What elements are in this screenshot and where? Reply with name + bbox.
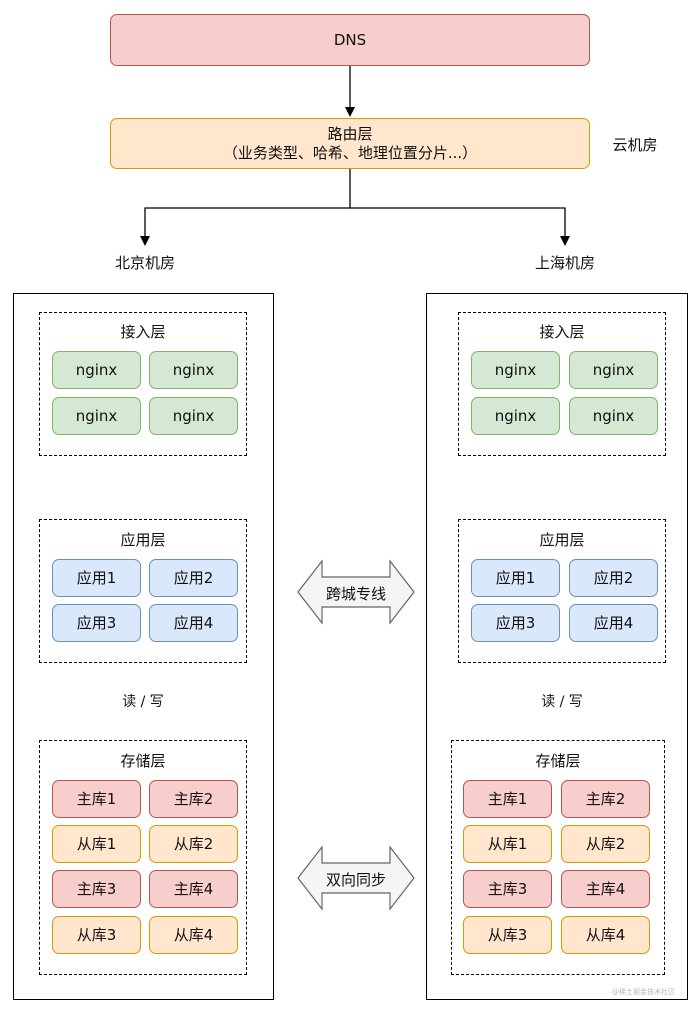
arrow-routing-to-beijing [140,169,351,246]
shanghai-storage-layer-title: 存储层 [535,752,581,770]
arrow-routing-to-shanghai [350,207,570,246]
dns-node: DNS [110,14,590,66]
beijing-app-node: 应用3 [52,604,141,642]
routing-layer-title: 路由层 [327,124,373,143]
shanghai-slave-db: 从库1 [463,825,552,863]
beijing-slave-db: 从库4 [149,916,238,954]
shanghai-datacenter-label: 上海机房 [534,254,595,272]
beijing-nginx-node: nginx [52,397,141,435]
beijing-access-layer [39,312,247,456]
beijing-nginx-node: nginx [149,397,238,435]
shanghai-master-db: 主库3 [463,870,552,908]
shanghai-access-layer-title: 接入层 [539,323,585,341]
beijing-app-layer [39,519,247,663]
dedicated-line-label: 跨城专线 [325,585,386,603]
beijing-nginx-node: nginx [52,351,141,389]
beijing-slave-db: 从库2 [149,825,238,863]
beijing-storage-layer-title: 存储层 [120,752,166,770]
shanghai-master-db: 主库4 [561,870,650,908]
shanghai-slave-db: 从库3 [463,916,552,954]
beijing-app-node: 应用1 [52,559,141,597]
watermark: @稀土掘金技术社区 [612,988,675,996]
shanghai-storage-layer [451,740,665,975]
shanghai-master-db: 主库2 [561,780,650,818]
beijing-nginx-node: nginx [149,351,238,389]
shanghai-read-write-label: 读 / 写 [522,691,602,711]
shanghai-nginx-node: nginx [569,397,658,435]
beijing-storage-layer [39,740,247,975]
beijing-master-db: 主库4 [149,870,238,908]
double-arrow-dedicated-line [297,559,415,625]
shanghai-app-node: 应用3 [471,604,560,642]
shanghai-app-layer [458,519,666,663]
beijing-slave-db: 从库3 [52,916,141,954]
shanghai-app-node: 应用4 [569,604,658,642]
beijing-master-db: 主库2 [149,780,238,818]
shanghai-app-node: 应用1 [471,559,560,597]
beijing-app-node: 应用2 [149,559,238,597]
shanghai-nginx-node: nginx [569,351,658,389]
routing-layer-node: 路由层 （业务类型、哈希、地理位置分片...） [110,118,590,169]
shanghai-access-layer [458,312,666,456]
beijing-master-db: 主库1 [52,780,141,818]
beijing-app-node: 应用4 [149,604,238,642]
beijing-app-layer-title: 应用层 [120,531,166,549]
beijing-master-db: 主库3 [52,870,141,908]
shanghai-app-layer-title: 应用层 [539,531,585,549]
shanghai-master-db: 主库1 [463,780,552,818]
beijing-datacenter-label: 北京机房 [114,254,175,272]
double-arrow-bidirectional-sync [297,845,415,911]
shanghai-slave-db: 从库4 [561,916,650,954]
shanghai-app-node: 应用2 [569,559,658,597]
beijing-access-layer-title: 接入层 [120,323,166,341]
cloud-datacenter-label: 云机房 [612,136,658,154]
shanghai-nginx-node: nginx [471,397,560,435]
routing-layer-detail: （业务类型、哈希、地理位置分片...） [222,143,478,162]
bidirectional-sync-label: 双向同步 [325,871,386,889]
beijing-read-write-label: 读 / 写 [103,691,183,711]
shanghai-nginx-node: nginx [471,351,560,389]
shanghai-slave-db: 从库2 [561,825,650,863]
beijing-slave-db: 从库1 [52,825,141,863]
